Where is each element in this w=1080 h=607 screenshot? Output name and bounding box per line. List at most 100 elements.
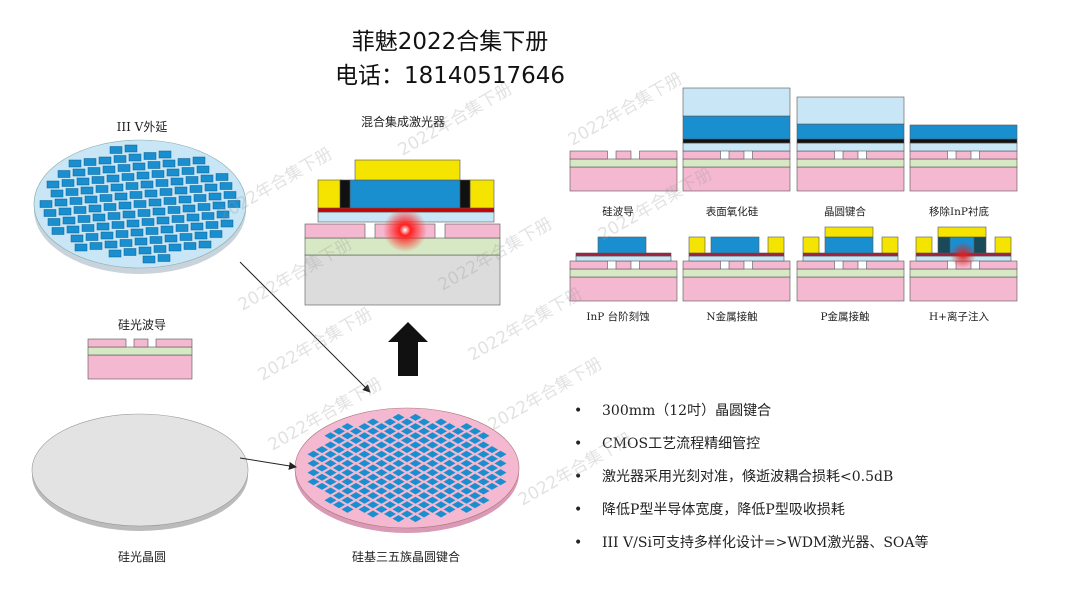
die (401, 418, 413, 426)
die (460, 505, 473, 513)
die (68, 159, 82, 168)
die (392, 505, 405, 513)
die (57, 170, 71, 178)
die (443, 478, 456, 486)
die (189, 185, 203, 193)
oxide-top (682, 142, 791, 152)
n-metal (767, 236, 785, 254)
die (486, 446, 498, 454)
die (167, 206, 181, 214)
wg (842, 150, 859, 160)
die (104, 240, 118, 249)
si-layer (304, 223, 366, 239)
die (350, 436, 362, 444)
die (375, 432, 388, 440)
die (164, 234, 178, 243)
die (110, 183, 124, 192)
die (494, 459, 507, 467)
die (117, 164, 131, 172)
die (92, 213, 106, 222)
die (98, 156, 112, 165)
die (392, 487, 405, 495)
oxide (569, 268, 678, 278)
wg (979, 260, 1018, 270)
die (409, 432, 422, 440)
die (367, 436, 379, 444)
die (219, 182, 233, 190)
die (418, 510, 430, 518)
die (61, 179, 75, 187)
die (452, 455, 464, 463)
die (367, 427, 379, 435)
die (460, 487, 473, 495)
die (307, 469, 320, 477)
die (163, 197, 177, 205)
die (367, 492, 379, 500)
die (123, 248, 137, 256)
die (384, 464, 396, 472)
die (183, 242, 197, 250)
step-caption: 硅波导 (602, 206, 634, 218)
bullet-item: •300mm（12吋）晶圆键合 (574, 403, 772, 419)
die (74, 243, 88, 252)
die (102, 165, 116, 174)
wg (133, 338, 149, 348)
die (477, 496, 490, 504)
die (143, 152, 157, 160)
die (486, 455, 498, 463)
n-layer (688, 252, 785, 257)
die (190, 222, 204, 231)
die (66, 225, 80, 234)
die (65, 188, 79, 196)
die (350, 482, 362, 490)
die (401, 464, 413, 472)
die (198, 240, 212, 249)
wg (842, 260, 859, 270)
die (333, 501, 345, 509)
die (107, 212, 121, 220)
die (392, 450, 405, 458)
die (418, 427, 430, 435)
die (375, 469, 388, 477)
wg (728, 260, 745, 270)
die (168, 243, 182, 252)
die (384, 446, 396, 454)
die (401, 436, 413, 444)
die (115, 230, 129, 238)
die (435, 473, 447, 481)
die (401, 510, 413, 518)
die (138, 246, 152, 255)
die (358, 505, 371, 513)
die (81, 224, 95, 232)
die (435, 427, 447, 435)
die (62, 216, 76, 225)
wg (955, 150, 972, 160)
die (477, 450, 490, 458)
die (418, 501, 430, 509)
die (392, 459, 405, 467)
die (367, 510, 379, 518)
die (350, 473, 362, 481)
die (316, 446, 328, 454)
die (324, 496, 337, 504)
die (205, 221, 219, 229)
implant (459, 179, 471, 209)
die (95, 185, 109, 193)
die (109, 146, 123, 154)
bullet-list: •300mm（12吋）晶圆键合 •CMOS工艺流程精细管控 •激光器采用光刻对准… (574, 400, 929, 565)
die (375, 459, 388, 467)
wg (155, 338, 193, 348)
die (39, 200, 53, 208)
die (179, 233, 193, 241)
substrate (909, 166, 1018, 192)
die (316, 464, 328, 472)
die (111, 221, 125, 229)
die (418, 473, 430, 481)
die (89, 242, 103, 250)
die (426, 432, 439, 440)
die (469, 436, 481, 444)
die (350, 427, 362, 435)
die (469, 492, 481, 500)
bullet-text: CMOS工艺流程精细管控 (602, 436, 761, 452)
die (469, 482, 481, 490)
